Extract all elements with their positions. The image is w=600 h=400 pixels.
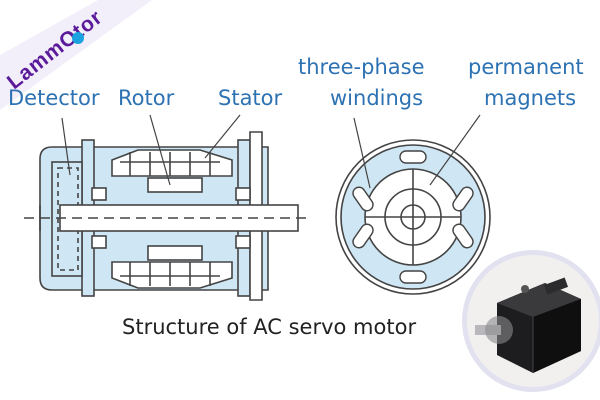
windings-label-line1: three-phase xyxy=(298,55,425,79)
motor-side-view xyxy=(24,131,312,301)
servo-motor-photo xyxy=(462,250,600,392)
logo-accent-icon xyxy=(72,32,84,44)
motor-cross-section xyxy=(335,139,491,295)
rotor-label: Rotor xyxy=(118,86,175,110)
detector-label: Detector xyxy=(8,86,100,110)
magnets-label-line2: magnets xyxy=(484,86,577,110)
side-leader-lines xyxy=(61,114,241,186)
magnets-label-line1: permanent xyxy=(468,55,584,79)
figure-caption: Structure of AC servo motor xyxy=(122,315,417,339)
stator-label: Stator xyxy=(218,86,283,110)
section-leader-lines xyxy=(353,114,481,189)
windings-label-line2: windings xyxy=(330,86,424,110)
